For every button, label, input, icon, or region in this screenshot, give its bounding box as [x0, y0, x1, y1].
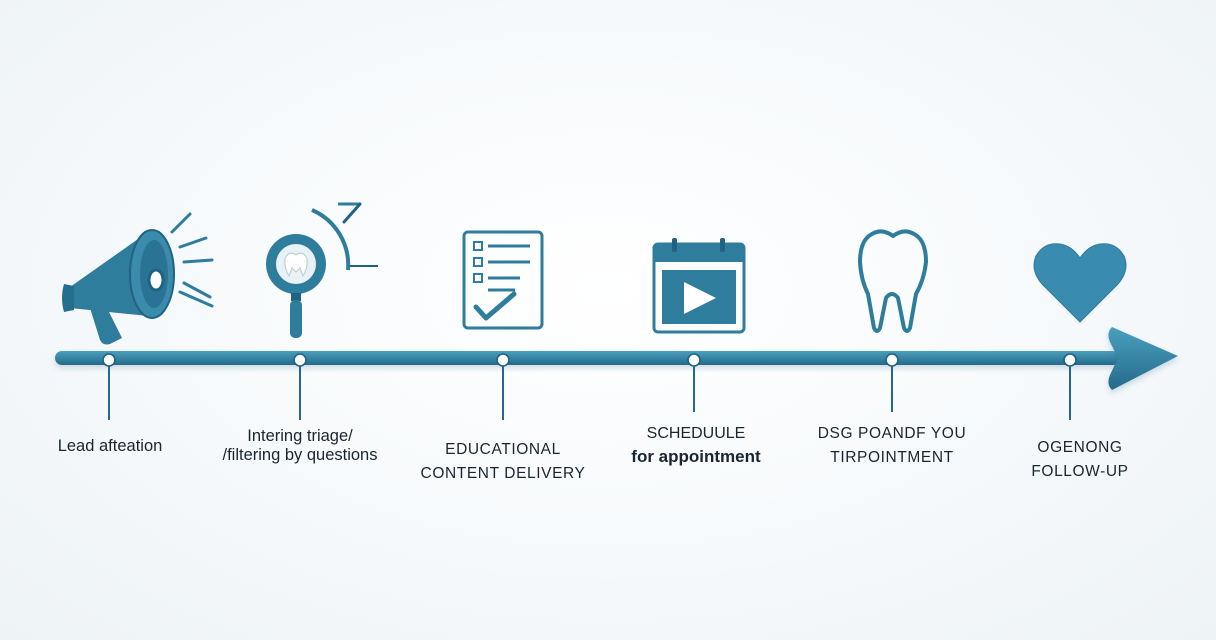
stage-5-line-2: TIRPOINTMENT: [830, 449, 954, 466]
timeline-arrowhead-icon: [1108, 327, 1178, 390]
stage-6-label: OGENONG FOLLOW-UP: [1010, 438, 1150, 481]
stage-5-line-1: DSG POANDF YOU: [817, 425, 967, 442]
node-5: [885, 353, 899, 367]
node-1: [102, 353, 116, 367]
stage-2-line-2: /filtering by questions: [222, 446, 378, 464]
tooth-magnifier-icon: [266, 202, 378, 338]
checklist-icon: [462, 230, 544, 330]
node-6: [1063, 353, 1077, 367]
stage-6-line-1: OGENONG: [1037, 439, 1123, 456]
stage-2-line-1: Intering triage/: [247, 427, 353, 445]
stage-4-label: SCHEDUULE for appointment: [606, 424, 786, 466]
stage-1-label: Lead afteation: [30, 437, 190, 456]
stage-5-label: DSG POANDF YOU TIRPOINTMENT: [802, 424, 982, 467]
stage-1-line-1: Lead afteation: [57, 437, 163, 455]
stage-6-line-2: FOLLOW-UP: [1031, 463, 1129, 480]
calendar-video-icon: [652, 238, 746, 334]
stage-3-label: EDUCATIONAL CONTENT DELIVERY: [410, 440, 596, 483]
stage-4-line-1: SCHEDUULE: [646, 425, 746, 442]
node-2: [293, 353, 307, 367]
tooth-icon: [858, 229, 928, 333]
megaphone-icon: [62, 212, 214, 345]
node-3: [496, 353, 510, 367]
stage-4-line-2: for appointment: [631, 447, 761, 466]
heart-icon: [1033, 243, 1127, 323]
stage-2-label: Intering triage/ /filtering by questions: [200, 427, 400, 465]
stage-3-line-2: CONTENT DELIVERY: [420, 465, 586, 482]
node-4: [687, 353, 701, 367]
stage-3-line-1: EDUCATIONAL: [445, 441, 561, 458]
timeline-bar: [55, 351, 1120, 365]
